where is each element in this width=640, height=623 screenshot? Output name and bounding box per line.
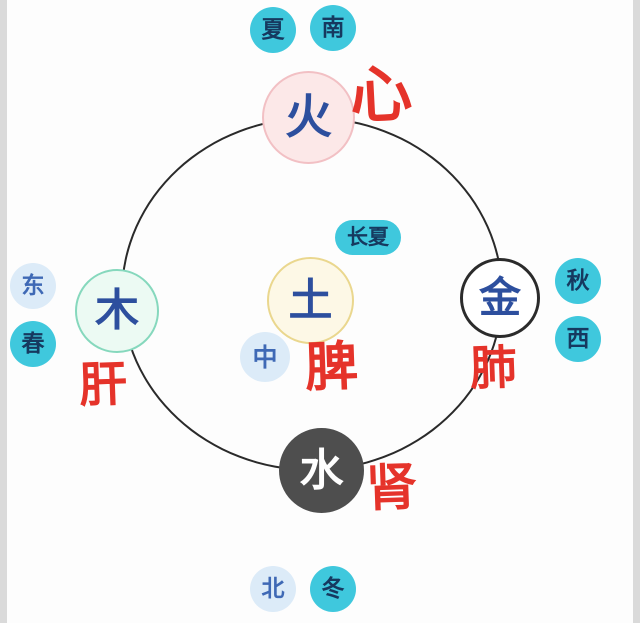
node-fire: 火 [262, 71, 355, 164]
annotation-spleen: 脾 [303, 335, 360, 399]
node-earth: 土 [267, 257, 354, 344]
satellite-summer: 夏 [250, 7, 296, 53]
satellite-south: 南 [310, 5, 356, 51]
satellite-winter: 冬 [310, 566, 356, 612]
right-edge-band [633, 0, 640, 623]
satellite-spring: 春 [10, 321, 56, 367]
satellite-north: 北 [250, 566, 296, 612]
satellite-east: 东 [10, 263, 56, 309]
node-metal: 金 [460, 258, 540, 338]
satellite-west: 西 [555, 316, 601, 362]
annotation-heart: 心 [348, 56, 414, 133]
left-edge-band [0, 0, 7, 623]
annotation-lung: 肺 [469, 340, 518, 397]
node-water: 水 [279, 428, 364, 513]
satellite-center: 中 [240, 332, 290, 382]
annotation-kidney: 肾 [364, 457, 419, 519]
node-wood: 木 [75, 269, 159, 353]
satellite-late-summer: 长夏 [335, 220, 401, 255]
annotation-liver: 肝 [78, 356, 128, 414]
satellite-autumn: 秋 [555, 258, 601, 304]
